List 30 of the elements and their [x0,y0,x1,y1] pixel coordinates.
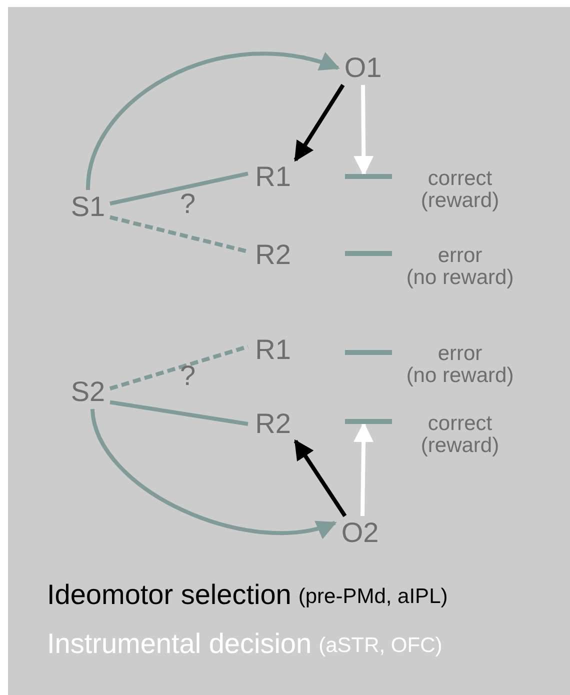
arrow [354,422,374,516]
outcome-bar [345,251,392,256]
outcome-text: correct (reward) [420,413,500,457]
arrow [354,84,374,176]
curved-arrow [90,408,337,538]
response-label: R1 [248,333,298,367]
arrow [294,439,347,518]
connector-line [110,172,248,206]
outcome-bar [345,419,392,424]
outcome-label: O1 [338,51,388,85]
outcome-text: error (no reward) [405,245,515,289]
outcome-text: error (no reward) [405,343,515,387]
question-mark: ? [180,360,196,392]
connector-line [110,215,248,254]
outcome-bar [345,350,392,355]
response-label: R2 [248,407,298,441]
response-label: R1 [248,160,298,194]
arrow [294,84,345,162]
curved-arrow [86,52,340,190]
question-mark: ? [180,188,196,220]
outcome-label: O2 [335,516,385,550]
region-note: (pre-PMd, aIPL) [298,584,448,610]
connector-line [110,400,248,426]
outcome-text: correct (reward) [420,168,500,212]
connector-line [109,344,249,391]
response-label: R2 [248,238,298,272]
stimulus-label: S1 [66,190,110,224]
stimulus-label: S2 [66,375,110,409]
legend-text: Ideomotor selection [47,578,292,612]
outcome-bar [345,174,392,179]
